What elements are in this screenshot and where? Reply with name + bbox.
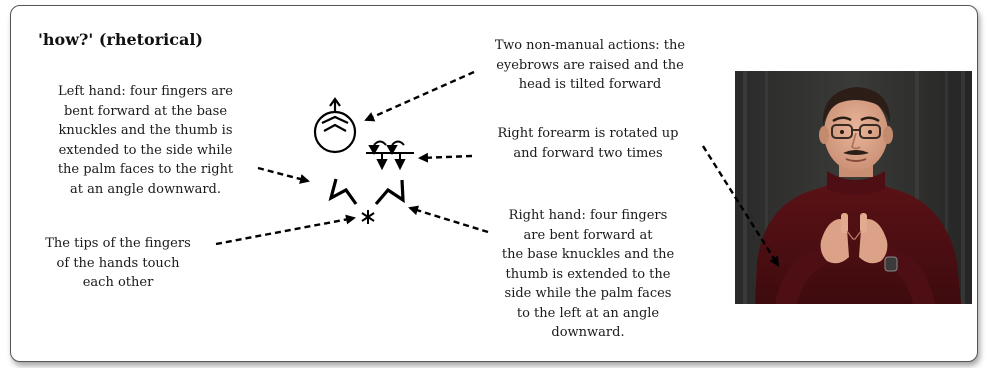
annotation-fingertips: The tips of the fingers of the hands tou… xyxy=(28,234,208,293)
annotation-line: extended to the side while xyxy=(58,142,233,158)
annotation-line: Right hand: four fingers xyxy=(508,208,668,223)
hair xyxy=(822,87,891,126)
right-eyebrow xyxy=(860,116,880,123)
wristwatch xyxy=(884,256,898,272)
annotation-non-manual: Two non-manual actions: the eyebrows are… xyxy=(470,36,710,95)
hands xyxy=(820,213,888,264)
curtain-background xyxy=(743,71,965,304)
annotation-line: and forward two times xyxy=(513,145,663,161)
annotation-line: The tips of the fingers xyxy=(45,236,191,251)
annotation-forearm: Right forearm is rotated up and forward … xyxy=(478,124,698,163)
arrow-right-hand xyxy=(408,205,489,234)
left-eye xyxy=(840,130,844,134)
mustache xyxy=(843,150,869,155)
arrow-to-photo xyxy=(701,145,780,267)
annotation-line: Left hand: four fingers are xyxy=(58,84,233,99)
annotation-line: of the hands touch xyxy=(56,255,180,271)
annotation-left-hand: Left hand: four fingers are bent forward… xyxy=(28,82,263,199)
glasses xyxy=(831,124,881,139)
annotation-line: bent forward at the base xyxy=(63,103,228,119)
annotation-line: knuckles and the thumb is xyxy=(58,123,233,138)
annotation-line: side while the palm faces xyxy=(504,286,672,301)
annotation-line: at an angle downward. xyxy=(70,181,221,197)
annotation-line: the base knuckles and the xyxy=(501,247,675,262)
right-ear xyxy=(883,126,893,144)
annotation-line: the palm faces to the right xyxy=(57,162,234,177)
annotation-line: are bent forward at xyxy=(523,227,653,243)
left-ear xyxy=(819,126,829,144)
annotation-line: Right forearm is rotated up xyxy=(497,126,679,141)
annotation-line: each other xyxy=(82,275,154,290)
turtleneck xyxy=(827,171,885,195)
annotation-line: head is tilted forward xyxy=(518,77,662,92)
mouth xyxy=(845,158,867,162)
annotation-line: Two non-manual actions: the xyxy=(494,38,686,53)
arrow-fingertips xyxy=(215,214,356,246)
right-hand-symbol xyxy=(374,179,405,206)
left-arm xyxy=(775,243,835,304)
annotation-right-hand: Right hand: four fingers are bent forwar… xyxy=(488,206,688,343)
forearm-rotation-symbol xyxy=(366,140,414,171)
annotation-line: thumb is extended to the xyxy=(505,266,671,282)
nose xyxy=(851,132,861,150)
left-eyebrow xyxy=(832,116,852,123)
annotation-line: to the left at an angle xyxy=(516,305,660,321)
arrow-non-manual xyxy=(364,70,475,122)
right-eye xyxy=(868,130,872,134)
sign-title: 'how?' (rhetorical) xyxy=(38,30,203,49)
annotation-line: downward. xyxy=(551,325,625,340)
head-symbol xyxy=(313,97,357,154)
arrow-forearm xyxy=(418,152,473,163)
annotation-line: eyebrows are raised and the xyxy=(496,57,684,73)
touch-contact-symbol xyxy=(361,210,375,224)
arrow-left-hand xyxy=(257,166,310,184)
left-hand-symbol xyxy=(328,178,358,205)
